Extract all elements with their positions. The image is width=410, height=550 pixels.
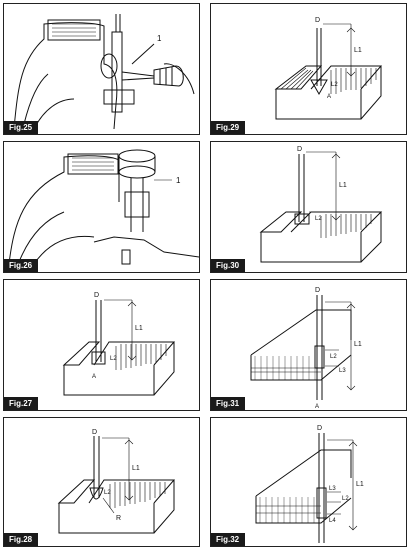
dimension-l4-label: L4 bbox=[329, 518, 336, 524]
dimension-l1-label: L1 bbox=[339, 182, 347, 189]
dimension-a-label: A bbox=[92, 374, 96, 380]
figure-caption: Fig.27 bbox=[4, 397, 39, 410]
dimension-d-label: D bbox=[94, 292, 99, 299]
dimension-l1-label: L1 bbox=[354, 341, 362, 348]
dimension-l1-label: L1 bbox=[135, 325, 143, 332]
figure-caption: Fig.28 bbox=[4, 533, 39, 546]
figure-panel-fig30: D L1 L2 Fig.30 bbox=[210, 141, 407, 273]
dimension-l2-label: L2 bbox=[315, 216, 322, 222]
router-collet-illustration: 1 bbox=[13, 14, 195, 130]
dimension-l2-label: L2 bbox=[342, 496, 349, 502]
dimension-l2-label: L2 bbox=[104, 490, 111, 496]
dimension-d-label: D bbox=[315, 17, 320, 24]
dimension-d-label: D bbox=[317, 425, 322, 432]
slot-cut-diagram: D L1 L2 A bbox=[62, 292, 176, 396]
dimension-a-label: A bbox=[327, 94, 331, 100]
dimension-l1-label: L1 bbox=[356, 481, 364, 488]
figure-caption: Fig.30 bbox=[211, 259, 246, 272]
round-groove-cut-diagram: D L1 L2 R bbox=[57, 429, 176, 534]
dimension-l2-label: L2 bbox=[330, 354, 337, 360]
figure-panel-fig28: D L1 L2 R Fig.28 bbox=[3, 417, 200, 547]
figure-panel-fig31: D L1 L2 L3 A Fig.31 bbox=[210, 279, 407, 411]
double-tongue-cut-diagram: D L1 L2 L3 L4 bbox=[255, 425, 364, 543]
dimension-l3-label: L3 bbox=[339, 368, 346, 374]
figure-caption: Fig.29 bbox=[211, 121, 246, 134]
figure-caption: Fig.32 bbox=[211, 533, 246, 546]
figure-panel-fig25: 1 Fig.25 bbox=[3, 3, 200, 135]
dimension-r-label: R bbox=[116, 515, 121, 522]
dimension-l1-label: L1 bbox=[354, 47, 362, 54]
dimension-l3-label: L3 bbox=[329, 486, 336, 492]
router-with-collet-installed-illustration: 1 bbox=[8, 149, 199, 265]
figure-caption: Fig.25 bbox=[4, 121, 39, 134]
figure-panel-fig32: D L1 L2 L3 L4 Fig.32 bbox=[210, 417, 407, 547]
groove-cut-diagram: D L1 L2 A bbox=[274, 17, 383, 120]
figure-caption: Fig.31 bbox=[211, 397, 246, 410]
dimension-l2-label: L2 bbox=[110, 356, 117, 362]
figure-panel-fig29: D L1 L2 A Fig.29 bbox=[210, 3, 407, 135]
figure-caption: Fig.26 bbox=[4, 259, 39, 272]
dimension-d-label: D bbox=[297, 146, 302, 153]
rebate-cut-diagram: D L1 L2 bbox=[259, 146, 383, 263]
tongue-cut-diagram: D L1 L2 L3 A bbox=[250, 287, 362, 410]
dimension-l1-label: L1 bbox=[132, 465, 140, 472]
dimension-l2-label: L2 bbox=[331, 82, 338, 88]
part-label: 1 bbox=[176, 176, 181, 185]
figure-panel-fig26: 1 Fig.26 bbox=[3, 141, 200, 273]
figure-panel-fig27: D L1 L2 A Fig.27 bbox=[3, 279, 200, 411]
dimension-d-label: D bbox=[92, 429, 97, 436]
part-label: 1 bbox=[157, 34, 162, 43]
dimension-d-label: D bbox=[315, 287, 320, 294]
dimension-a-label: A bbox=[315, 404, 319, 410]
